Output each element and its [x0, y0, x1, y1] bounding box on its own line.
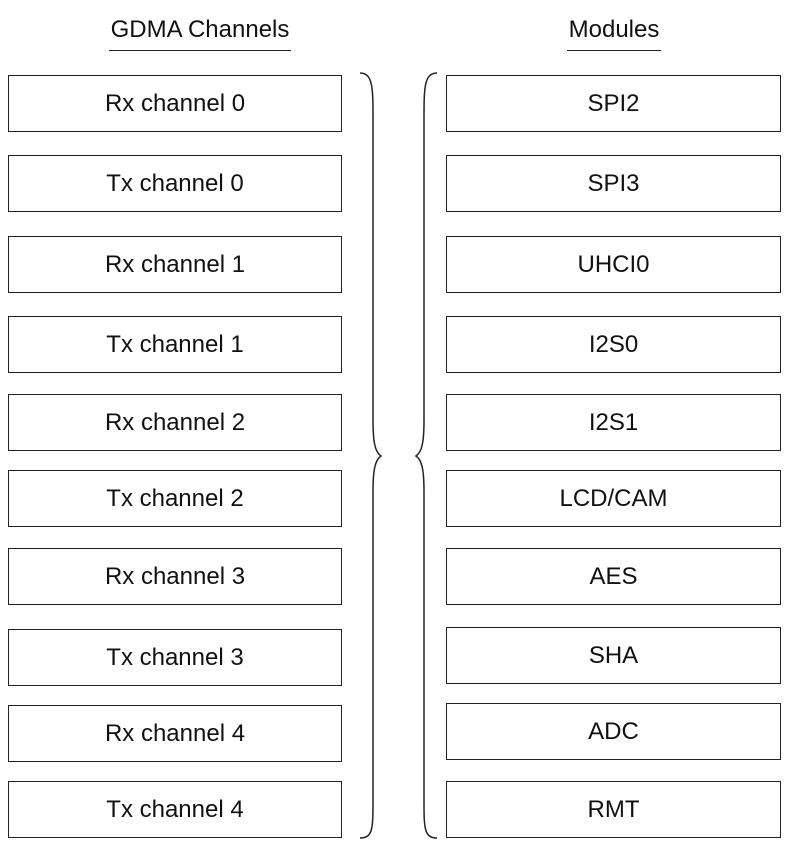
module-box: ADC [446, 703, 781, 760]
left-curly-brace [414, 72, 438, 839]
gdma-channels-title: GDMA Channels [108, 14, 292, 51]
channel-box: Rx channel 0 [8, 75, 342, 132]
channel-box: Rx channel 3 [8, 548, 342, 605]
module-box: UHCI0 [446, 236, 781, 293]
module-box: I2S0 [446, 316, 781, 373]
channel-box: Tx channel 0 [8, 155, 342, 212]
channel-box: Rx channel 2 [8, 394, 342, 451]
gdma-channels-header: GDMA Channels [60, 14, 340, 51]
module-box: SPI3 [446, 155, 781, 212]
channel-box: Tx channel 1 [8, 316, 342, 373]
modules-header: Modules [474, 14, 754, 51]
module-box: SPI2 [446, 75, 781, 132]
right-curly-brace [359, 72, 383, 839]
module-box: LCD/CAM [446, 470, 781, 527]
modules-title: Modules [566, 14, 662, 51]
channel-box: Tx channel 4 [8, 781, 342, 838]
module-box: AES [446, 548, 781, 605]
channel-box: Tx channel 3 [8, 629, 342, 686]
channel-box: Rx channel 1 [8, 236, 342, 293]
module-box: RMT [446, 781, 781, 838]
channel-box: Rx channel 4 [8, 705, 342, 762]
module-box: SHA [446, 627, 781, 684]
channel-box: Tx channel 2 [8, 470, 342, 527]
module-box: I2S1 [446, 394, 781, 451]
